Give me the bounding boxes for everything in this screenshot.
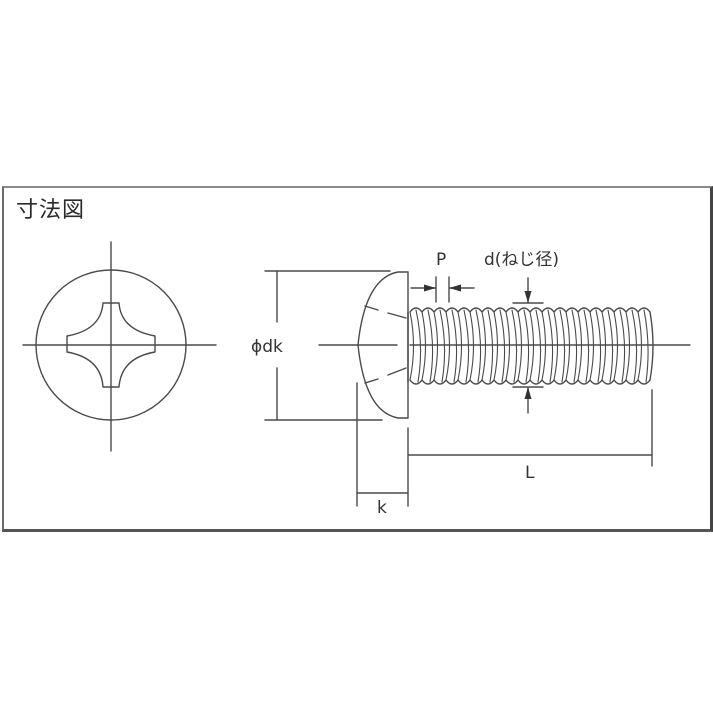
dimension-k (356, 382, 409, 507)
dimension-L (408, 389, 653, 467)
label-L: L (525, 463, 535, 483)
head-top-view (22, 241, 217, 452)
phillips-cross-icon (66, 302, 156, 388)
head-mark (364, 378, 379, 384)
label-P: P (436, 250, 446, 270)
dimension-dk (264, 270, 391, 421)
label-dk: ϕdk (251, 337, 283, 357)
head-mark (387, 312, 407, 319)
head-mark (387, 367, 407, 376)
diameter-arrow-up-icon (524, 387, 532, 399)
head-outline-circle (35, 269, 187, 421)
label-d: d(ねじ径) (484, 250, 559, 270)
drawing-title: 寸法図 (16, 198, 86, 223)
pitch-arrow-right-icon (424, 284, 436, 292)
pitch-arrow-left-icon (449, 284, 461, 292)
diameter-arrow-down-icon (524, 291, 532, 303)
screw-side-view (318, 271, 691, 419)
label-k: k (377, 498, 387, 518)
dimension-P (410, 276, 475, 303)
head-mark (364, 305, 379, 311)
thread-body (407, 307, 654, 385)
